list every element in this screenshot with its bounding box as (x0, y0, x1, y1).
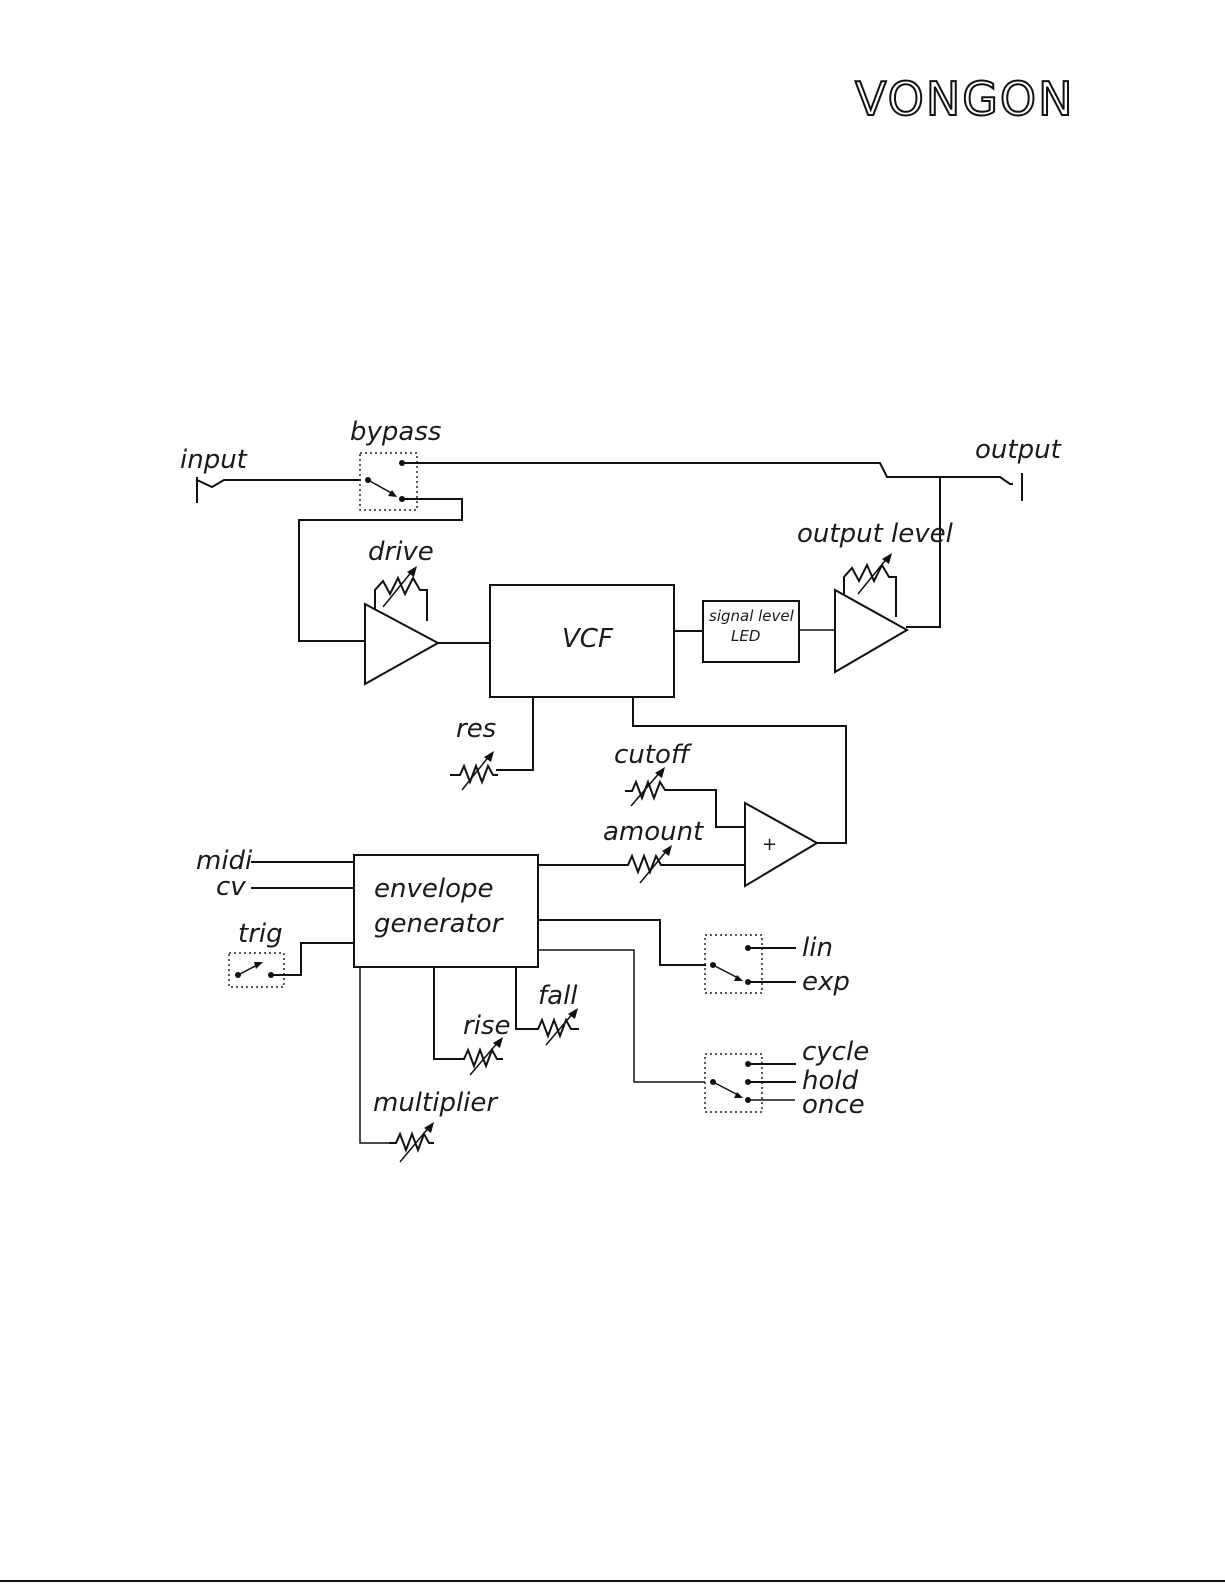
trig-label: trig (238, 919, 283, 949)
bypass-switch (360, 453, 417, 510)
res-wire (497, 697, 533, 770)
rise-label: rise (463, 1011, 510, 1041)
cutoff-label: cutoff (614, 740, 693, 770)
lin-exp-wire (538, 920, 705, 965)
summer-plus-symbol: + (762, 834, 777, 855)
envelope-generator-label-line1: envelope (374, 874, 494, 904)
amount-label: amount (603, 817, 704, 847)
multiplier-label: multiplier (373, 1088, 499, 1118)
once-label: once (802, 1090, 865, 1120)
input-label: input (180, 445, 248, 475)
trig-switch (229, 943, 354, 987)
output-jack (940, 474, 1022, 500)
mode-wire (538, 950, 705, 1082)
signal-level-led-label-line2: LED (731, 627, 760, 645)
res-label: res (456, 714, 496, 744)
cv-label: cv (216, 872, 246, 902)
lin-exp-switch (705, 935, 795, 993)
vongon-logo: VONGON (855, 72, 1075, 126)
cycle-hold-once-switch (705, 1054, 795, 1112)
drive-label: drive (368, 537, 434, 567)
cv-summer (745, 803, 817, 886)
drive-amplifier (365, 566, 438, 684)
envelope-generator-label-line2: generator (374, 909, 505, 939)
signal-level-led-label-line1: signal level (709, 607, 795, 625)
vcf-label: VCF (562, 624, 614, 654)
res-potentiometer (451, 751, 497, 790)
multiplier-potentiometer (360, 967, 434, 1162)
output-level-amplifier (835, 553, 907, 672)
amount-potentiometer (538, 845, 745, 883)
output-level-label: output level (797, 519, 954, 549)
fall-label: fall (538, 981, 578, 1011)
bypass-label: bypass (350, 417, 441, 447)
page-bottom-rule (0, 1580, 1225, 1582)
lin-label: lin (802, 933, 833, 963)
output-label: output (975, 435, 1062, 465)
exp-label: exp (802, 967, 850, 997)
cycle-label: cycle (802, 1037, 869, 1067)
input-jack (197, 478, 360, 502)
